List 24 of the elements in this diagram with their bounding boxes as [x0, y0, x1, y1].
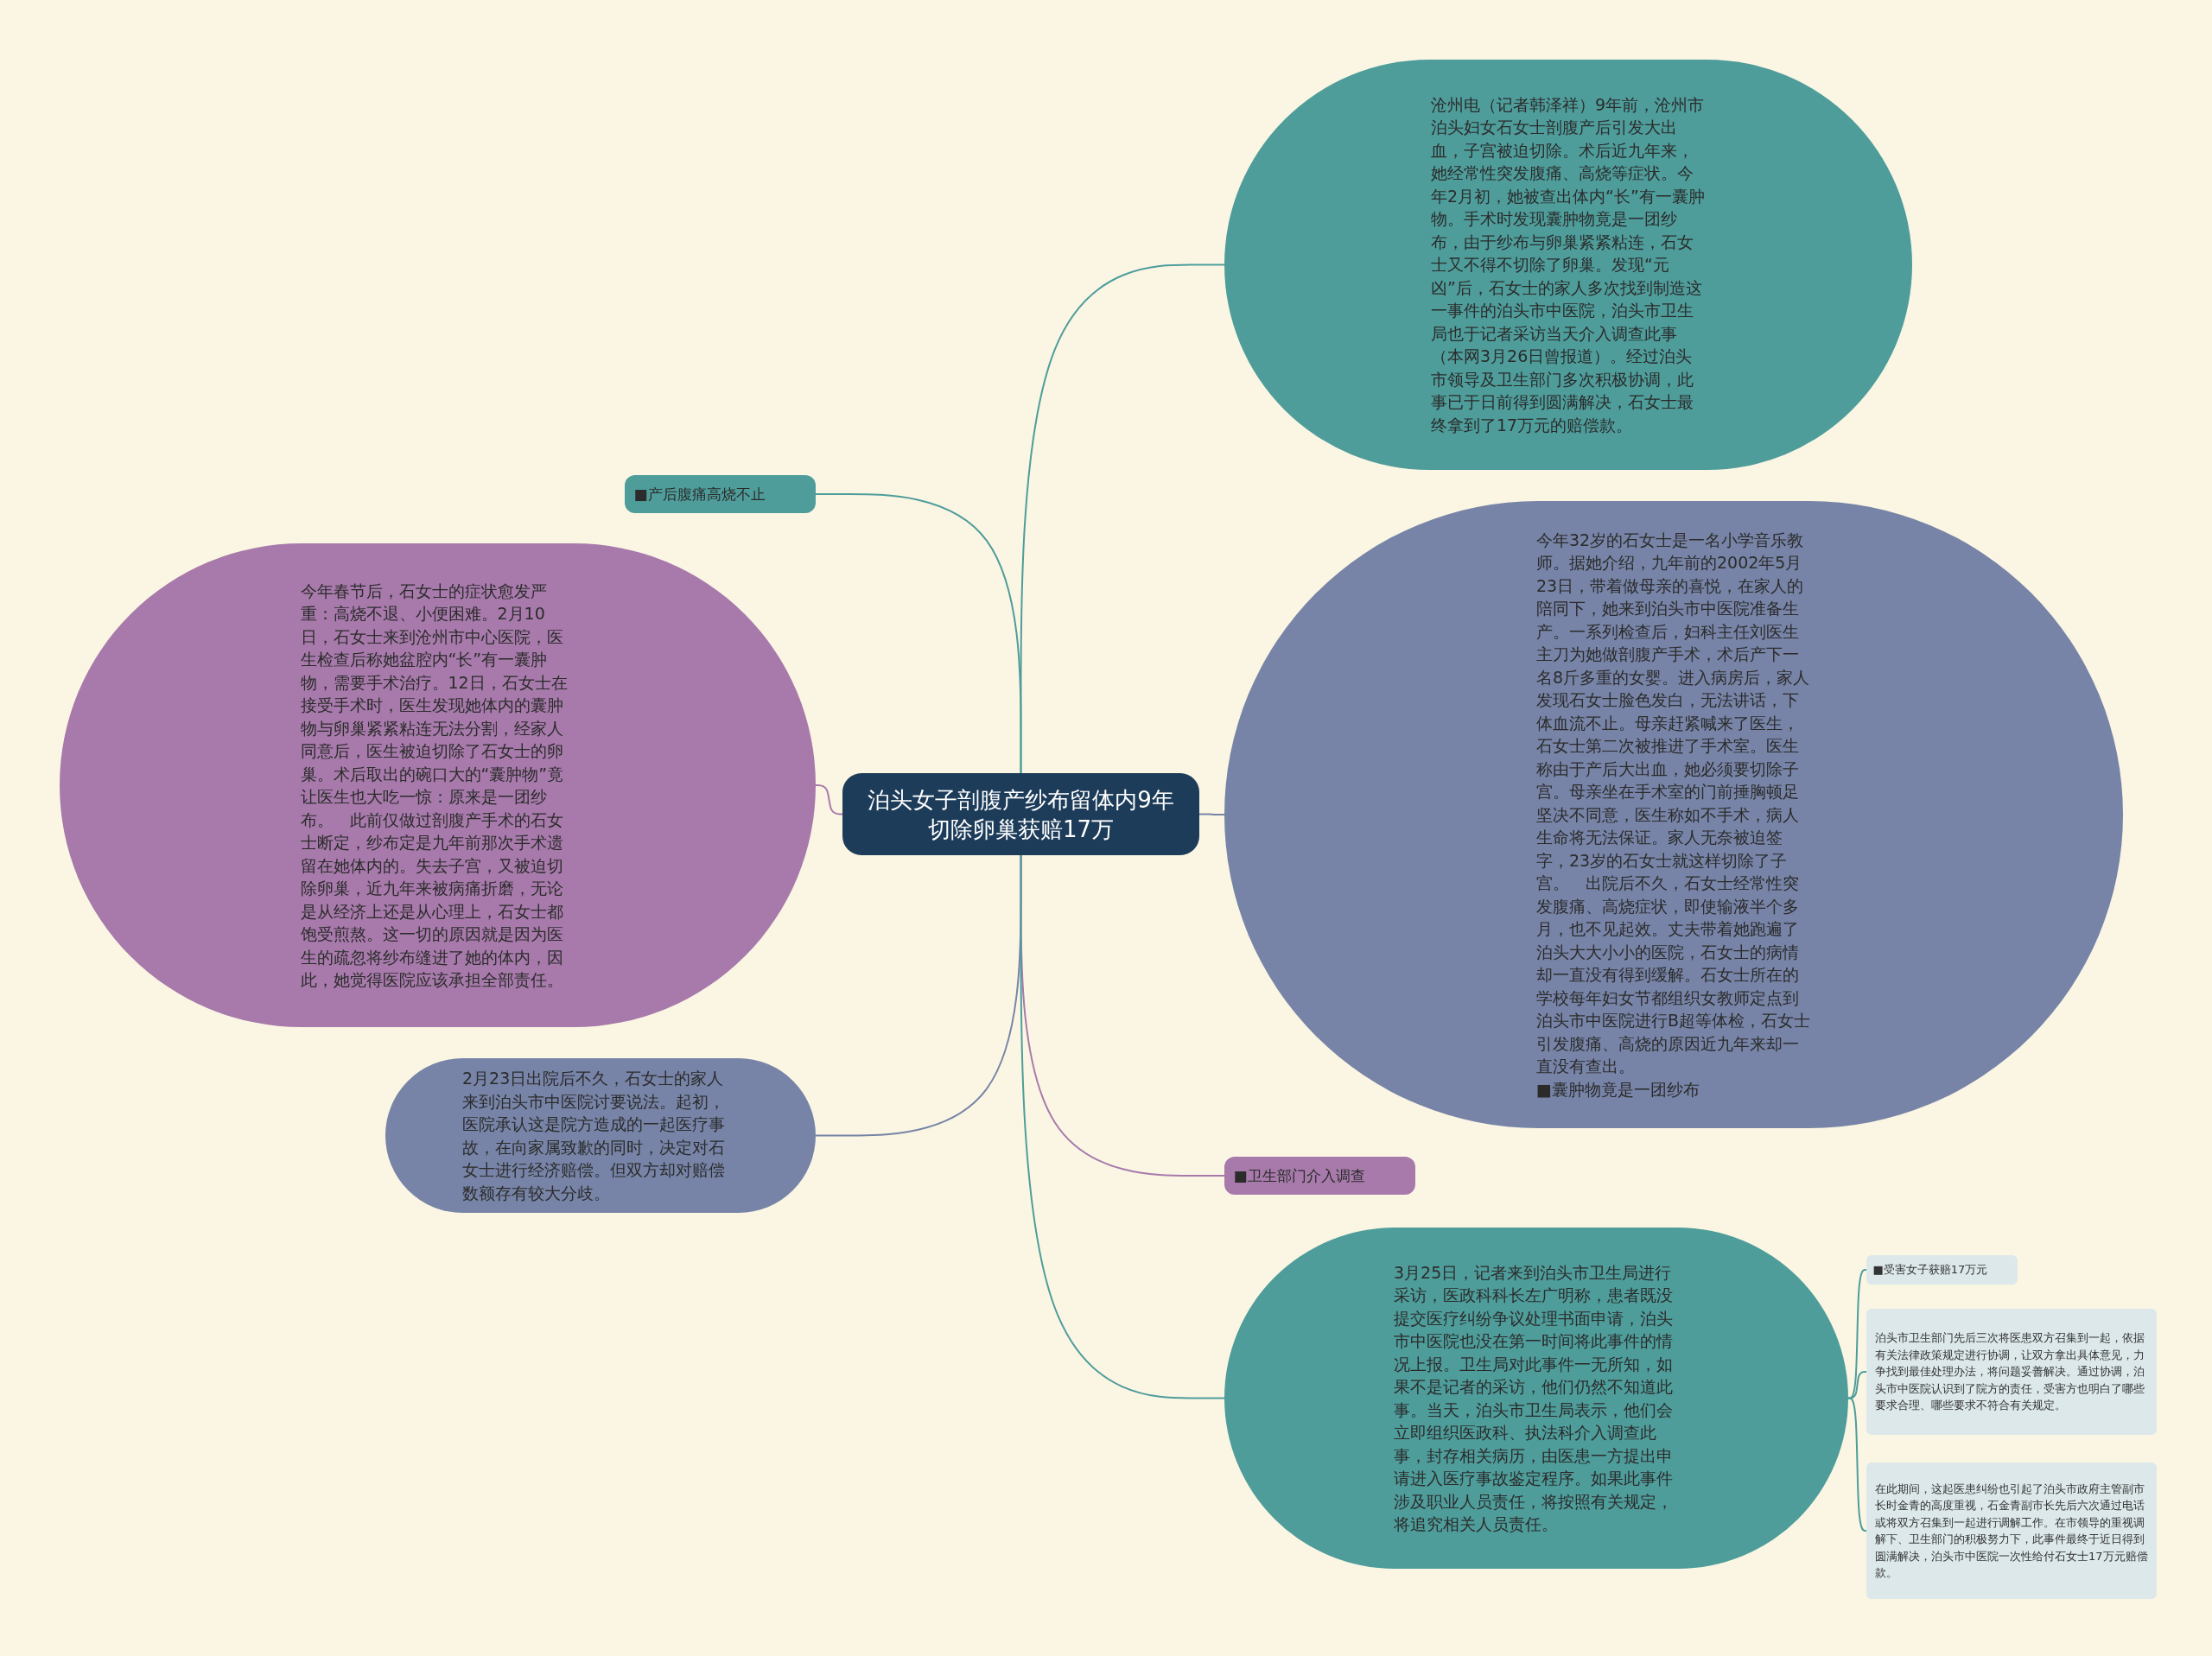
topic-tag	[1224, 1157, 1415, 1195]
node-text: ■受害女子获赔17万元	[1872, 1262, 1989, 1278]
node-text: 在此期间，这起医患纠纷也引起了泊头市政府主管副市长时金青的高度重视，石金青副市长先后六次通过电话或将双方召集到一起进行调解工作。在市领导的重视调解下、卫生部门的积极努力下，此事件最终于近日得到圆满解决，泊头市中医院一次性给付石女士17万元赔偿款。	[1875, 1481, 2148, 1581]
connector-line	[815, 784, 843, 815]
note-box	[1866, 1462, 2157, 1599]
node-text: 今年春节后，石女士的症状愈发严重：高烧不退、小便困难。2月10日，石女士来到沧州市中心医院，医生检查后称她盆腔内“长”有一囊肿物，需要手术治疗。12日，石女士在接受手术时，医生发现她体内的囊肿物与卵巢紧紧粘连无法分割，经家人同意后，医生被迫切除了石女士的卵巢。术后取出的碗口大的“囊肿物”竟让医生也大吃一惊：原来是一团纱布。 此前仅做过剖腹产手术的石女士断定，纱布定是九年前那次手术遗留在她体内的。失去子宫，又被迫切除卵巢，近九年来被病痛折磨，无论是从经济上还是从心理上，石女士都饱受煎熬。这一切的原因就是因为医生的疏忽将纱布缝进了她的体内，因此，她觉得医院应该承担全部责任。	[300, 580, 569, 991]
connector-line	[815, 493, 1022, 774]
node-text: 沧州电（记者韩泽祥）9年前，沧州市泊头妇女石女士剖腹产后引发大出血，子宫被迫切除。术后近九年来，她经常性突发腹痛、高烧等症状。今年2月初，她被查出体内“长”有一囊肿物。手术时发现囊肿物竟是一团纱布，由于纱布与卵巢紧紧粘连，石女士又不得不切除了卵巢。发现“元凶”后，石女士的家人多次找到制造这一事件的泊头市中医院，泊头市卫生局也于记者采访当天介入调查此事（本网3月26日曾报道）。经过泊头市领导及卫生部门多次积极协调，此事已于日前得到圆满解决，石女士最终拿到了17万元的赔偿款。	[1431, 93, 1706, 436]
central-topic-box	[842, 773, 1199, 855]
connector-line	[1198, 813, 1225, 815]
topic-tag	[625, 475, 816, 513]
connector-line	[1847, 1371, 1867, 1399]
node-text: 3月25日，记者来到泊头市卫生局进行采访，医政科科长左广明称，患者既没提交医疗纠纷争议处理书面申请，泊头市中医院也没在第一时间将此事件的情况上报。卫生局对此事件一无所知，如果不是记者的采访，他们仍然不知道此事。当天，泊头市卫生局表示，他们会立即组织医政科、执法科介入调查此事，封存相关病历，由医患一方提出申请进入医疗事故鉴定程序。如果此事件涉及职业人员责任，将按照有关规定，将追究相关人员责任。	[1394, 1261, 1674, 1535]
connector-line	[1847, 1397, 1867, 1532]
note-box	[1866, 1309, 2157, 1435]
node-text: 2月23日出院后不久，石女士的家人来到泊头市中医院讨要说法。起初，医院承认这是院方造成的一起医疗事故，在向家属致歉的同时，决定对石女士进行经济赔偿。但双方却对赔偿数额存有较大分歧。	[462, 1068, 726, 1204]
node-text: ■产后腹痛高烧不止	[633, 485, 766, 504]
connector-line	[1020, 854, 1225, 1399]
node-text: 今年32岁的石女士是一名小学音乐教师。据她介绍，九年前的2002年5月23日，带着做母亲的喜悦，在家人的陪同下，她来到泊头市中医院准备生产。一系列检查后，妇科主任刘医生主刀为她做剖腹产手术，术后产下一名8斤多重的女婴。进入病房后，家人发现石女士脸色发白，无法讲话，下体血流不止。母亲赶紧喊来了医生，石女士第二次被推进了手术室。医生称由于产后大出血，她必须要切除子宫。母亲坐在手术室的门前捶胸顿足坚决不同意，医生称如不手术，病人生命将无法保证。家人无奈被迫签字，23岁的石女士就这样切除了子宫。 出院后不久，石女士经常性突发腹痛、高烧症状，即使输液半个多月，也不见起效。丈夫带着她跑遍了泊头大大小小的医院，石女士的病情却一直没有得到缓解。石女士所在的学校每年妇女节都组织女教师定点到泊头市中医院进行B超等体检，石女士引发腹痛、高烧的原因近九年来却一直没有查出。	[1536, 529, 1811, 1078]
node-text: 泊头市卫生部门先后三次将医患双方召集到一起，依据有关法律政策规定进行协调，让双方拿出具体意见，力争找到最佳处理办法，将问题妥善解决。通过协调，泊头市中医院认识到了院方的责任，受害方也明白了哪些要求合理、哪些要求不符合有关规定。	[1875, 1330, 2145, 1414]
topic-title: 泊头女子剖腹产纱布留体内9年切除卵巢获赔17万	[867, 785, 1175, 844]
note-box	[1866, 1255, 2018, 1285]
node-text: ■卫生部门介入调查	[1233, 1166, 1366, 1185]
node-subheading: ■囊肿物竟是一团纱布	[1536, 1078, 1700, 1101]
